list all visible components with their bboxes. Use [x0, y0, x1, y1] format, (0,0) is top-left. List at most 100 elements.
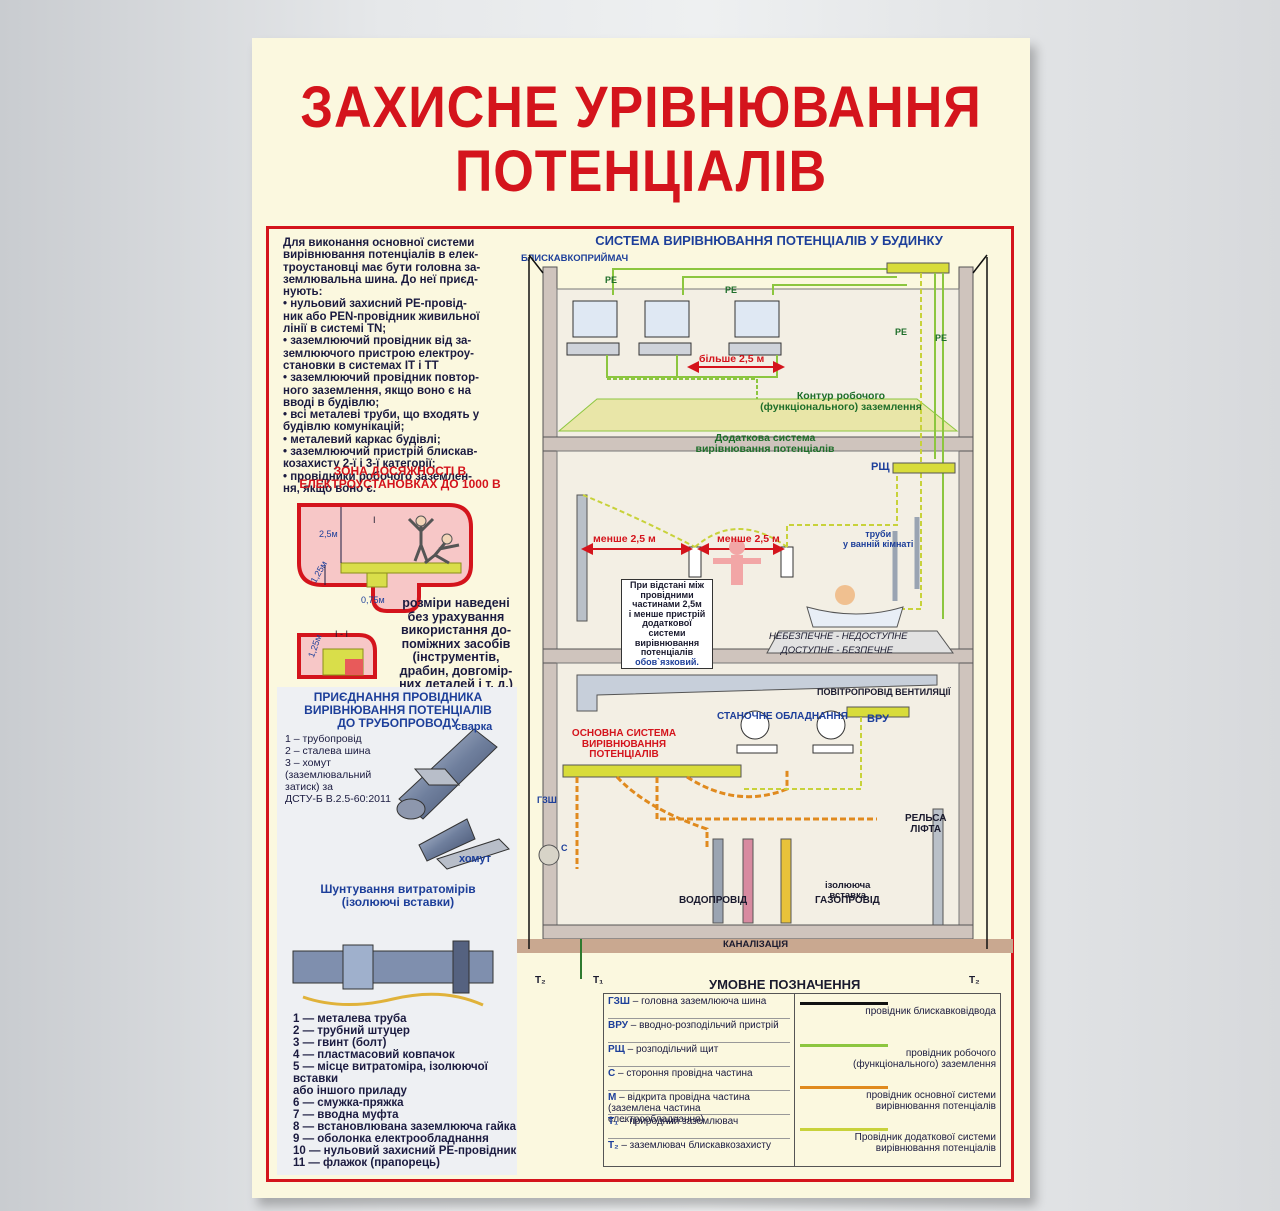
main-system-3: ПОТЕНЦІАЛІВ: [589, 749, 659, 760]
safe-label: ДОСТУПНЕ - БЕЗПЕЧНЕ: [781, 645, 894, 656]
pipe-heading-1: ПРИЄДНАННЯ ПРОВІДНИКА: [313, 690, 483, 704]
insulating-1: ізолююча: [825, 880, 871, 891]
zone-heading: ЗОНА ДОСЯЖНОСТІ В ЕЛЕКТРОУСТАНОВКАХ ДО 1…: [269, 465, 531, 491]
water-label: ВОДОПРОВІД: [679, 895, 748, 906]
pipe-item: затиск) за: [285, 781, 334, 793]
rail-label: РЕЛЬСА ЛІФТА: [905, 813, 947, 835]
zone-note-line: без урахування: [407, 609, 505, 624]
sewer-label: КАНАЛІЗАЦІЯ: [723, 939, 789, 950]
legend-text: – розподільчий щит: [627, 1044, 719, 1055]
more-25-label: більше 2,5 м: [699, 353, 765, 365]
zone-diagram: [297, 503, 473, 679]
vent-label: ПОВІТРОПРОВІД ВЕНТИЛЯЦІЇ: [817, 687, 951, 697]
meter-drawing: [292, 940, 494, 1007]
title-line-2: ПОТЕНЦІАЛІВ: [454, 139, 828, 204]
meters-heading-1: Шунтування витратомірів: [320, 882, 476, 896]
legend-right-item: провідник основної системи вирівнювання …: [866, 1090, 996, 1112]
additional-label: Додаткова система вирівнювання потенціал…: [685, 433, 845, 455]
legend-left-item: ГЗШ – головна заземлююча шина: [608, 996, 790, 1019]
pipe-item: ДСТУ-Б В.2.5-60:2011: [285, 793, 391, 805]
intro-line: • заземлюючий провідник повтор-: [283, 372, 479, 385]
less-25-label-1: менше 2,5 м: [593, 533, 656, 545]
note-line: додаткової: [642, 618, 692, 629]
intro-line: землюючого пристрою електроу-: [283, 347, 474, 360]
legend-divider: [794, 994, 795, 1166]
intro-line: • заземлюючий провідник від за-: [283, 335, 472, 348]
legend-left-item: ВРУ – вводно-розподільчий пристрій: [608, 1020, 790, 1043]
legend-text: – природний заземлювач: [621, 1116, 739, 1127]
legend-left-item: М – відкрита провідна частина (заземлена…: [608, 1092, 790, 1125]
clamp-label: хомут: [459, 853, 492, 865]
main-system-label: ОСНОВНА СИСТЕМА ВИРІВНЮВАННЯ ПОТЕНЦІАЛІВ: [559, 728, 689, 761]
legend-key: ВРУ: [608, 1020, 631, 1031]
legend-text: – головна заземлююча шина: [632, 996, 767, 1007]
lightning-label: БЛИСКАВКОПРИЙМАЧ: [521, 253, 629, 264]
vru-label: ВРУ: [867, 713, 889, 725]
pipe-item: 2 – сталева шина: [285, 745, 371, 757]
note-line: частинами 2,5м: [632, 599, 702, 610]
meter-item: 5 — місце витратоміра, ізолюючої вставки: [293, 1061, 488, 1085]
pipe-item: (заземлювальний: [285, 769, 372, 781]
legend-line-swatch: [800, 1128, 888, 1131]
pipe-heading-3: ДО ТРУБОПРОВОДУ: [337, 716, 459, 730]
legend-key: T₂: [608, 1140, 622, 1151]
note-line: потенціалів: [640, 647, 694, 658]
legend-heading: УМОВНЕ ПОЗНАЧЕННЯ: [709, 977, 861, 992]
legend-left-item: T₁ – природний заземлювач: [608, 1116, 790, 1139]
intro-line: вводі в будівлю;: [283, 396, 380, 409]
intro-line: • заземлюючий пристрій блискав-: [283, 446, 478, 459]
intro-line: козахисту 2-ї і 3-ї категорії;: [283, 458, 436, 471]
meter-item: 1 — металева труба: [293, 1013, 407, 1025]
legend-key: М: [608, 1092, 620, 1103]
intro-line: • провідники робочого заземлен-: [283, 470, 473, 483]
intro-line: будівлю комунікацій;: [283, 421, 405, 434]
intro-line: вирівнювання потенціалів в елек-: [283, 249, 479, 262]
poster-title: ЗАХИСНЕ УРІВНЮВАННЯ ПОТЕНЦІАЛІВ: [291, 76, 991, 204]
pipe-item: 3 – хомут: [285, 757, 331, 769]
danger-label: НЕБЕЗПЕЧНЕ - НЕДОСТУПНЕ: [769, 631, 908, 642]
legend-key: С: [608, 1068, 618, 1079]
note-line: вирівнювання: [634, 637, 700, 648]
meter-item: 2 — трубний штуцер: [293, 1025, 410, 1037]
intro-line: ник або PEN-провідник живильної: [283, 310, 480, 323]
legend-text: – відкрита провідна частина (заземлена ч…: [608, 1092, 750, 1125]
title-line-1: ЗАХИСНЕ УРІВНЮВАННЯ: [300, 75, 982, 140]
intro-line: нують:: [283, 286, 323, 299]
building-heading: СИСТЕМА ВИРІВНЮВАННЯ ПОТЕНЦІАЛІВ У БУДИН…: [595, 233, 943, 248]
intro-line: троустановці має бути головна за-: [283, 261, 481, 274]
additional-label-2: вирівнювання потенціалів: [695, 443, 835, 455]
legend-left-item: РЩ – розподільчий щит: [608, 1044, 790, 1067]
pe-label-1: PE: [605, 275, 618, 285]
pe-label-4: PE: [935, 333, 948, 343]
intro-line: • нульовий захисний PE-провід-: [283, 298, 467, 311]
meter-item: 11 — флажок (прапорець): [293, 1157, 440, 1169]
weld-label: сварка: [455, 721, 493, 733]
note-line: При відстані між: [629, 580, 705, 590]
less-25-label-2: менше 2,5 м: [717, 533, 780, 545]
legend-text: – заземлювач блискавкозахисту: [621, 1140, 772, 1151]
legend-right-item: провідник робочого (функціонального) заз…: [853, 1048, 996, 1070]
legend-left-item: С – стороння провідна частина: [608, 1068, 790, 1091]
gzsh-label: ГЗШ: [537, 795, 557, 805]
intro-line: лінії в системі TN;: [283, 323, 387, 336]
t2-label: T₂: [535, 975, 546, 986]
t1-label: T₁: [593, 975, 604, 986]
zone-note-line: розміри наведені: [402, 596, 510, 610]
note-line: провідними: [640, 589, 694, 600]
zone-note-line: поміжних засобів: [401, 636, 511, 651]
legend-line-swatch: [800, 1044, 888, 1047]
dim-25: 2,5м: [319, 529, 338, 539]
meter-item: 3 — гвинт (болт): [293, 1037, 387, 1049]
insulating-label: ізолююча вставка: [825, 881, 870, 901]
pipe-heading-2: ВИРІВНЮВАННЯ ПОТЕНЦІАЛІВ: [304, 703, 492, 717]
note-required: обов`язковий.: [635, 656, 699, 667]
zone-heading-1: ЗОНА ДОСЯЖНОСТІ В: [333, 464, 467, 478]
pipe-heading: ПРИЄДНАННЯ ПРОВІДНИКА ВИРІВНЮВАННЯ ПОТЕН…: [283, 691, 513, 730]
section-mark: I - I: [335, 629, 348, 639]
bath-pipes-2: у ванній кімнаті: [843, 539, 914, 549]
